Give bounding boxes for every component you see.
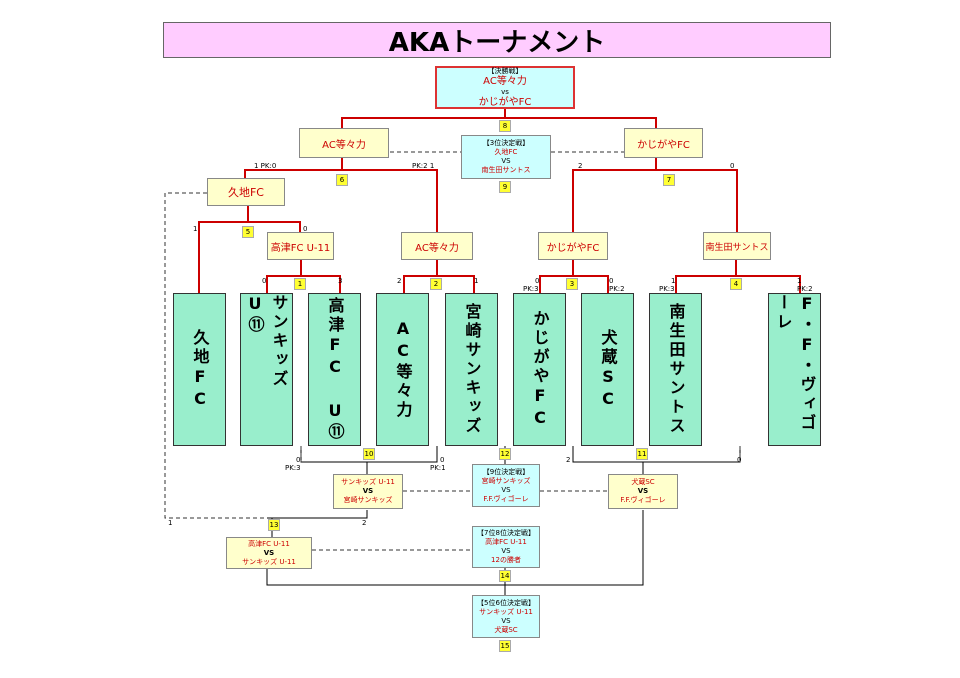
score-m1-right: 3 [338, 277, 343, 285]
team-minami-ikuta: 南生田サントス [649, 293, 702, 446]
score-m10-right: 0 [440, 456, 445, 464]
match-number-10: 10 [363, 448, 375, 460]
match-number-1: 1 [294, 278, 306, 290]
match-number-7: 7 [663, 174, 675, 186]
winner-r1-takatsu: 高津FC U-11 [267, 232, 334, 260]
fifth-header: 【5位6位決定戦】 [477, 598, 535, 607]
third-team1: 久地FC [494, 148, 518, 156]
match10-vs: VS [362, 487, 374, 495]
match-number-15: 15 [499, 640, 511, 652]
winner-r1-todoroki: AC等々力 [401, 232, 473, 260]
score-m7-left: 2 [578, 162, 583, 170]
team-sankids-u11: サンキッズ U⑪ [240, 293, 293, 446]
team-kajigaya: かじがやFC [513, 293, 566, 446]
winner-qf-kuji: 久地FC [207, 178, 285, 206]
match10-team1: サンキッズ U-11 [341, 478, 395, 486]
score-m6-left: 1 PK:0 [254, 162, 277, 170]
score-m10-left: 0 [296, 456, 301, 464]
match11-box: 犬蔵SC VS F.F.ヴィゴーレ [608, 474, 678, 509]
page-title: AKAトーナメント [163, 22, 831, 58]
fifth-place-box: 【5位6位決定戦】 サンキッズ U-11 VS 犬蔵SC [472, 595, 540, 638]
score-m2-right: 1 [474, 277, 479, 285]
match13-team2: サンキッズ U-11 [242, 557, 296, 566]
score-m4-left-pk: PK:3 [659, 285, 675, 293]
team-miyazaki: 宮崎サンキッズ [445, 293, 498, 446]
match-number-9: 9 [499, 181, 511, 193]
score-m1-left: 0 [262, 277, 267, 285]
winner-r1-minami: 南生田サントス [703, 232, 771, 260]
seventh-place-box: 【7位8位決定戦】 高津FC U-11 VS 12の勝者 [472, 526, 540, 568]
team-takatsu-u11: 高津FC U⑪ [308, 293, 361, 446]
team-kuji: 久地FC [173, 293, 226, 446]
match10-box: サンキッズ U-11 VS 宮崎サンキッズ [333, 474, 403, 509]
fifth-team1: サンキッズ U-11 [479, 607, 533, 616]
match-number-5: 5 [242, 226, 254, 238]
third-place-box: 【3位決定戦】 久地FC VS 南生田サントス [461, 135, 551, 179]
ninth-vs: VS [501, 485, 511, 494]
winner-r1-kajigaya: かじがやFC [538, 232, 608, 260]
score-m11-left: 2 [566, 456, 571, 464]
fifth-team2: 犬蔵SC [494, 625, 518, 634]
score-m13-right: 2 [362, 519, 367, 527]
match11-team2: F.F.ヴィゴーレ [620, 496, 666, 504]
match13-vs: VS [263, 548, 275, 557]
fifth-vs: VS [501, 616, 511, 625]
match13-team1: 高津FC U-11 [248, 539, 290, 548]
score-m4-right: 1 [797, 277, 802, 285]
score-m6-right: PK:2 1 [412, 162, 435, 170]
score-m4-right-pk: PK:2 [797, 285, 813, 293]
score-m3-right-pk: PK:2 [609, 285, 625, 293]
match-number-14: 14 [499, 570, 511, 582]
match13-box: 高津FC U-11 VS サンキッズ U-11 [226, 537, 312, 569]
ninth-header: 【9位決定戦】 [482, 467, 530, 476]
match-number-8: 8 [499, 120, 511, 132]
score-m13-left: 1 [168, 519, 173, 527]
final-match-box: 【決勝戦】 AC等々力 vs かじがやFC [435, 66, 575, 109]
seventh-team2: 12の勝者 [491, 556, 521, 564]
score-m5-left: 1 [193, 225, 198, 233]
seventh-vs: VS [501, 547, 511, 555]
ninth-team1: 宮崎サンキッズ [481, 476, 531, 485]
ninth-place-box: 【9位決定戦】 宮崎サンキッズ VS F.F.ヴィゴーレ [472, 464, 540, 507]
team-ff-vigore: F・F・ヴィゴーレ [768, 293, 821, 446]
score-m10-right-pk: PK:1 [430, 464, 446, 472]
final-team2: かじがやFC [478, 96, 532, 108]
score-m11-right: 0 [737, 456, 742, 464]
score-m5-right: 0 [303, 225, 308, 233]
seventh-team1: 高津FC U-11 [485, 538, 527, 546]
match-number-2: 2 [430, 278, 442, 290]
match-number-3: 3 [566, 278, 578, 290]
score-m3-left: 0 [535, 277, 540, 285]
score-m10-left-pk: PK:3 [285, 464, 301, 472]
match11-vs: VS [637, 487, 649, 495]
match-number-6: 6 [336, 174, 348, 186]
team-todoroki: AC等々力 [376, 293, 429, 446]
match-number-11: 11 [636, 448, 648, 460]
third-header: 【3位決定戦】 [482, 139, 530, 147]
match10-team2: 宮崎サンキッズ [343, 496, 393, 504]
match-number-12: 12 [499, 448, 511, 460]
score-m3-left-pk: PK:3 [523, 285, 539, 293]
score-m3-right: 0 [609, 277, 614, 285]
ninth-team2: F.F.ヴィゴーレ [483, 494, 529, 503]
seventh-header: 【7位8位決定戦】 [477, 529, 535, 537]
final-vs: vs [501, 87, 509, 96]
team-inukura: 犬蔵SC [581, 293, 634, 446]
third-team2: 南生田サントス [481, 166, 531, 174]
winner-sf-right: かじがやFC [624, 128, 703, 158]
final-header: 【決勝戦】 [487, 66, 523, 75]
winner-sf-left: AC等々力 [299, 128, 389, 158]
score-m7-right: 0 [730, 162, 735, 170]
score-m2-left: 2 [397, 277, 402, 285]
score-m4-left: 1 [671, 277, 676, 285]
match-number-13: 13 [268, 519, 280, 531]
match11-team1: 犬蔵SC [631, 478, 655, 486]
final-team1: AC等々力 [483, 75, 527, 87]
match-number-4: 4 [730, 278, 742, 290]
third-vs: VS [501, 157, 511, 165]
